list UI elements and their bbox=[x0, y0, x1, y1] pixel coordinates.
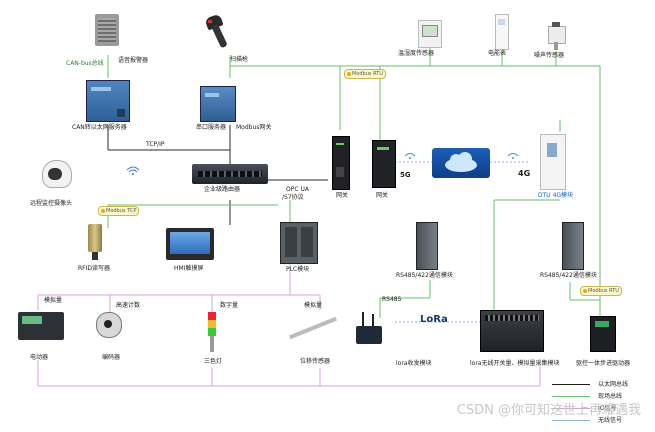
rfid-label: RFID读写器 bbox=[78, 265, 111, 272]
highspeed-label: 高速计数 bbox=[116, 302, 141, 309]
serial-server bbox=[200, 86, 236, 122]
modbus-rtu-badge-2: Modbus RTU bbox=[580, 286, 622, 296]
encoder-label: 编码器 bbox=[102, 354, 121, 361]
wifi-icon bbox=[404, 153, 416, 159]
tri-color-light bbox=[206, 312, 218, 352]
legend-swatch bbox=[552, 396, 590, 397]
displacement-sensor bbox=[288, 314, 337, 344]
legend-label: 现场总线 bbox=[598, 393, 623, 400]
encoder-device bbox=[94, 310, 124, 340]
meter-label: 电能表 bbox=[488, 50, 507, 57]
displacement-label: 位移传感器 bbox=[300, 358, 331, 365]
motor-label: 电动器 bbox=[30, 354, 49, 361]
wifi-icon bbox=[507, 153, 519, 159]
modbus-tcp-badge: Modbus TCP bbox=[98, 206, 140, 216]
temp-humidity-sensor bbox=[418, 20, 442, 48]
lora-tx-label: lora收发模块 bbox=[396, 360, 432, 367]
dtu-4g-module bbox=[540, 134, 566, 190]
rs485-label: RS485 bbox=[382, 296, 402, 303]
net-5g-label: 5G bbox=[400, 171, 411, 179]
router-device bbox=[192, 164, 268, 184]
lora-io-label: lora无线开关量、模拟量采集模块 bbox=[470, 360, 560, 367]
wifi-icon bbox=[126, 166, 140, 175]
motor-device bbox=[18, 312, 64, 340]
opc-ua-label: OPC UA bbox=[286, 186, 309, 193]
modbus-gw-label: Modbus网关 bbox=[236, 124, 272, 131]
dtu-label: DTU 4G模块 bbox=[538, 192, 574, 199]
voice-alarm-device bbox=[92, 14, 122, 48]
legend-label: 以太网总线 bbox=[598, 381, 629, 388]
light-label: 三色灯 bbox=[204, 358, 223, 365]
gateway-2 bbox=[372, 140, 396, 188]
can-ethernet-server bbox=[86, 80, 130, 122]
can-bus-label: CAN-bus总线 bbox=[66, 60, 104, 67]
serial-server-label: 串口服务器 bbox=[196, 124, 227, 131]
camera-device bbox=[40, 158, 72, 190]
plc-module bbox=[280, 222, 318, 264]
rs485-module-b bbox=[562, 222, 584, 270]
scanner-device bbox=[200, 13, 234, 54]
legend-label: IO信号 bbox=[598, 405, 617, 412]
legend-label: 无线信号 bbox=[598, 417, 623, 424]
scanner-label: 扫描枪 bbox=[230, 56, 249, 63]
tcp-ip-label: TCP/IP bbox=[146, 141, 165, 148]
watermark: CSDN @你可知这世上再难遇我 bbox=[456, 403, 641, 418]
camera-label: 远程监控摄像头 bbox=[30, 200, 73, 207]
rfid-reader bbox=[86, 224, 104, 260]
noise-sensor-label: 噪声传感器 bbox=[534, 52, 565, 59]
gateway-2-label: 网关 bbox=[376, 192, 389, 199]
lora-transceiver bbox=[352, 312, 386, 346]
legend-swatch bbox=[552, 420, 590, 421]
net-4g-label: 4G bbox=[518, 169, 531, 178]
lora-io-module bbox=[480, 310, 544, 352]
analog-2-label: 模拟量 bbox=[304, 302, 323, 309]
analog-1-label: 模拟量 bbox=[44, 297, 63, 304]
stepper-label: 驱控一体步进驱动器 bbox=[576, 360, 631, 367]
cloud-icon bbox=[432, 148, 490, 178]
hmi-label: HMI触摸屏 bbox=[174, 265, 204, 272]
hmi-touchscreen bbox=[166, 228, 214, 260]
can-ethernet-label: CAN转以太网服务器 bbox=[72, 124, 127, 131]
gateway-1 bbox=[332, 136, 350, 190]
voice-alarm-label: 语音报警器 bbox=[118, 57, 149, 64]
rs485-module-a bbox=[416, 222, 438, 270]
legend-swatch bbox=[552, 384, 590, 385]
rs485-a-label: RS485/422通信模块 bbox=[396, 272, 453, 279]
digital-label: 数字量 bbox=[220, 302, 239, 309]
temp-humidity-label: 温湿度传感器 bbox=[398, 50, 435, 57]
stepper-driver bbox=[590, 316, 616, 352]
s7-label: /S7协议 bbox=[282, 194, 304, 201]
modbus-rtu-badge: Modbus RTU bbox=[344, 69, 386, 79]
lora-logo: LoRa bbox=[420, 314, 448, 325]
plc-label: PLC模块 bbox=[286, 266, 310, 273]
gateway-1-label: 网关 bbox=[336, 192, 349, 199]
noise-sensor-device bbox=[546, 22, 566, 50]
legend-swatch bbox=[552, 408, 590, 409]
rs485-b-label: RS485/422通信模块 bbox=[540, 272, 597, 279]
router-label: 企业级路由器 bbox=[204, 186, 241, 193]
meter-device bbox=[495, 14, 509, 50]
